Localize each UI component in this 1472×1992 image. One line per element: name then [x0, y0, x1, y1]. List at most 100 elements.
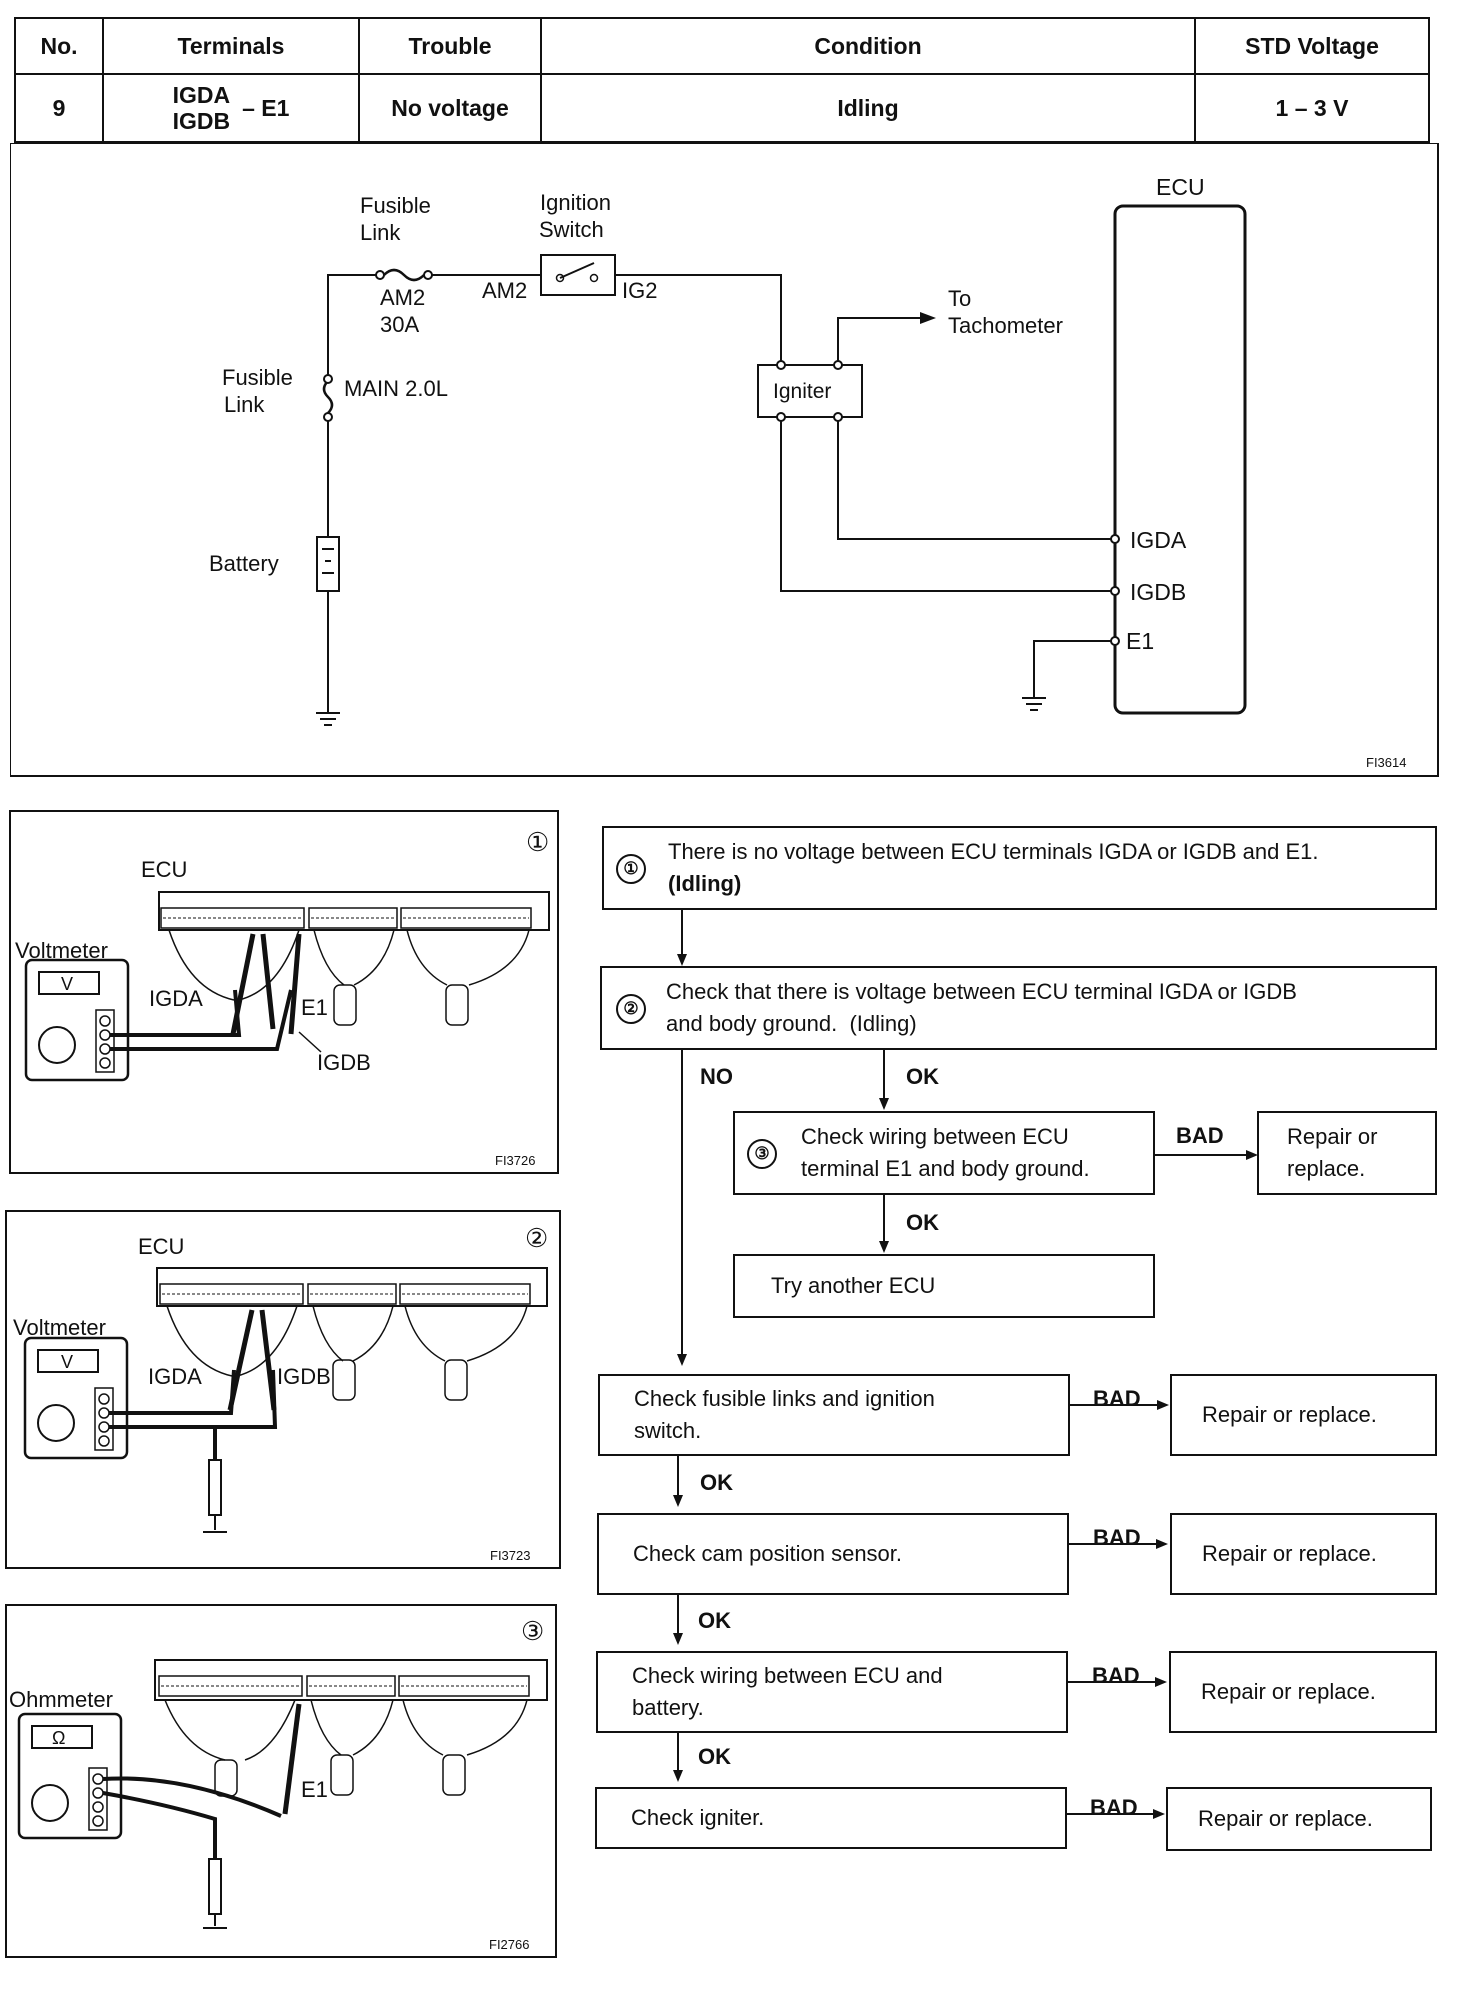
check-cam: Check cam position sensor.: [633, 1541, 903, 1566]
label-bad-a: BAD: [1176, 1123, 1224, 1148]
step1-line1: There is no voltage between ECU terminal…: [668, 839, 1319, 864]
fusible-link-top-1: Fusible: [360, 193, 431, 218]
main-label: MAIN 2.0L: [344, 376, 448, 401]
ig2-label: IG2: [622, 278, 657, 303]
ignition-switch-1: Ignition: [540, 190, 611, 215]
repair-box-a: Repair or replace.: [1257, 1111, 1437, 1195]
fig1-e1: E1: [301, 995, 328, 1020]
label-bad-c: BAD: [1093, 1525, 1141, 1550]
fig2-ecu-connector: [156, 1267, 548, 1307]
repair-c: Repair or replace.: [1202, 1541, 1377, 1566]
figure-voltmeter-1: ① ECU V Voltmeter IGDA E1 IGDB FI3726: [9, 810, 559, 1174]
repair-b: Repair or replace.: [1202, 1402, 1377, 1427]
igniter-box: [757, 364, 863, 418]
to-tacho-2: Tachometer: [948, 313, 1063, 338]
ignition-switch-symbol: [540, 254, 616, 296]
fig2-id: FI3723: [490, 1548, 530, 1563]
repair-box-d: Repair or replace.: [1169, 1651, 1437, 1733]
terminal-e1: – E1: [242, 94, 290, 121]
fusible-link-main: [322, 380, 334, 414]
ecu-box: [1113, 204, 1247, 715]
ecu-label: ECU: [1156, 174, 1205, 200]
cell-std-voltage: 1 – 3 V: [1194, 73, 1430, 143]
label-bad-b: BAD: [1093, 1386, 1141, 1411]
try-ecu-box: Try another ECU: [733, 1254, 1155, 1318]
step2-line2: and body ground. (Idling): [666, 1011, 917, 1036]
fig1-igdb: IGDB: [317, 1050, 371, 1075]
check-fusible-box: Check fusible links and ignition switch.: [598, 1374, 1070, 1456]
repair-a-1: Repair or: [1287, 1124, 1378, 1149]
repair-d: Repair or replace.: [1201, 1679, 1376, 1704]
repair-box-c: Repair or replace.: [1170, 1513, 1437, 1595]
ground-symbol-battery: [316, 712, 340, 726]
fusible-link-top-2: Link: [360, 220, 401, 245]
fig3-e1: E1: [301, 1777, 328, 1802]
fig2-igdb: IGDB: [277, 1364, 331, 1389]
step2-box: ② Check that there is voltage between EC…: [600, 966, 1437, 1050]
header-no: No.: [14, 17, 104, 75]
fig1-ecu-label: ECU: [141, 857, 187, 882]
spec-table: No. Terminals Trouble Condition STD Volt…: [14, 17, 1430, 143]
fig2-meter-face: V: [61, 1352, 73, 1372]
step2-line1: Check that there is voltage between ECU …: [666, 979, 1297, 1004]
fig3-id: FI2766: [489, 1937, 529, 1952]
fig3-meter-face: Ω: [52, 1728, 65, 1748]
repair-a-2: replace.: [1287, 1156, 1366, 1181]
header-trouble: Trouble: [358, 17, 542, 75]
figure-voltmeter-2: ② ECU V Voltmeter IGDA IGDB FI3723: [5, 1210, 561, 1569]
battery-symbol: [316, 536, 340, 592]
check-cam-box: Check cam position sensor.: [597, 1513, 1069, 1595]
igniter-label: Igniter: [773, 380, 831, 403]
fig-id-circuit: FI3614: [1366, 755, 1406, 770]
step3-box: ③ Check wiring between ECU terminal E1 a…: [733, 1111, 1155, 1195]
fig3-ecu-connector: [154, 1659, 548, 1701]
cell-trouble: No voltage: [358, 73, 542, 143]
battery-label: Battery: [209, 551, 279, 576]
label-ok-b: OK: [906, 1210, 939, 1235]
fig1-voltmeter-body: [24, 958, 130, 1082]
step3-line2: terminal E1 and body ground.: [801, 1156, 1090, 1181]
step1-line2: (Idling): [668, 871, 742, 896]
terminal-igda: IGDA: [172, 82, 231, 108]
to-tacho-1: To: [948, 286, 971, 311]
fig2-igda: IGDA: [148, 1364, 202, 1389]
label-ok-d: OK: [698, 1608, 731, 1633]
igdb-pin: IGDB: [1130, 579, 1186, 605]
fig2-ecu-label: ECU: [138, 1234, 184, 1259]
fig1-meter-face: V: [61, 974, 73, 994]
flow-connectors: [673, 910, 1258, 1819]
header-condition: Condition: [540, 17, 1196, 75]
repair-box-b: Repair or replace.: [1170, 1374, 1437, 1456]
fig1-id: FI3726: [495, 1153, 535, 1168]
circuit-diagram: ECU Battery Fusible Link MAIN 2.0L Fusib…: [10, 143, 1439, 777]
fusible-link-left-1: Fusible: [222, 365, 293, 390]
fig3-num: ③: [521, 1616, 544, 1646]
fig2-meter-label: Voltmeter: [13, 1315, 106, 1340]
check-wiring-1: Check wiring between ECU and: [632, 1663, 943, 1688]
label-no: NO: [700, 1064, 733, 1089]
figure-ohmmeter-3: ③ Ω Ohmmeter E1 FI2766: [5, 1604, 557, 1958]
igda-pin: IGDA: [1130, 527, 1187, 553]
fig1-num: ①: [526, 827, 549, 857]
check-fusible-1: Check fusible links and ignition: [634, 1386, 935, 1411]
repair-box-e: Repair or replace.: [1166, 1787, 1432, 1851]
step3-num: ③: [747, 1139, 777, 1169]
fig2-voltmeter-body: [23, 1336, 129, 1460]
fig3-ohmmeter-body: [17, 1712, 123, 1840]
ground-symbol-ecu: [1022, 697, 1046, 711]
fig1-igda: IGDA: [149, 986, 203, 1011]
step3-line1: Check wiring between ECU: [801, 1124, 1069, 1149]
am2-label: AM2: [380, 285, 425, 310]
check-fusible-2: switch.: [634, 1418, 702, 1443]
ignition-switch-2: Switch: [539, 217, 604, 242]
fusible-link-am2: [383, 268, 425, 282]
try-ecu: Try another ECU: [771, 1273, 936, 1298]
label-bad-e: BAD: [1090, 1795, 1138, 1820]
fig2-num: ②: [525, 1223, 548, 1253]
fig1-ecu-connector: [158, 891, 550, 931]
cell-no: 9: [14, 73, 104, 143]
fig1-meter-label: Voltmeter: [15, 938, 108, 963]
fig3-meter-label: Ohmmeter: [9, 1687, 113, 1712]
label-bad-d: BAD: [1092, 1663, 1140, 1688]
fusible-link-left-2: Link: [224, 392, 265, 417]
